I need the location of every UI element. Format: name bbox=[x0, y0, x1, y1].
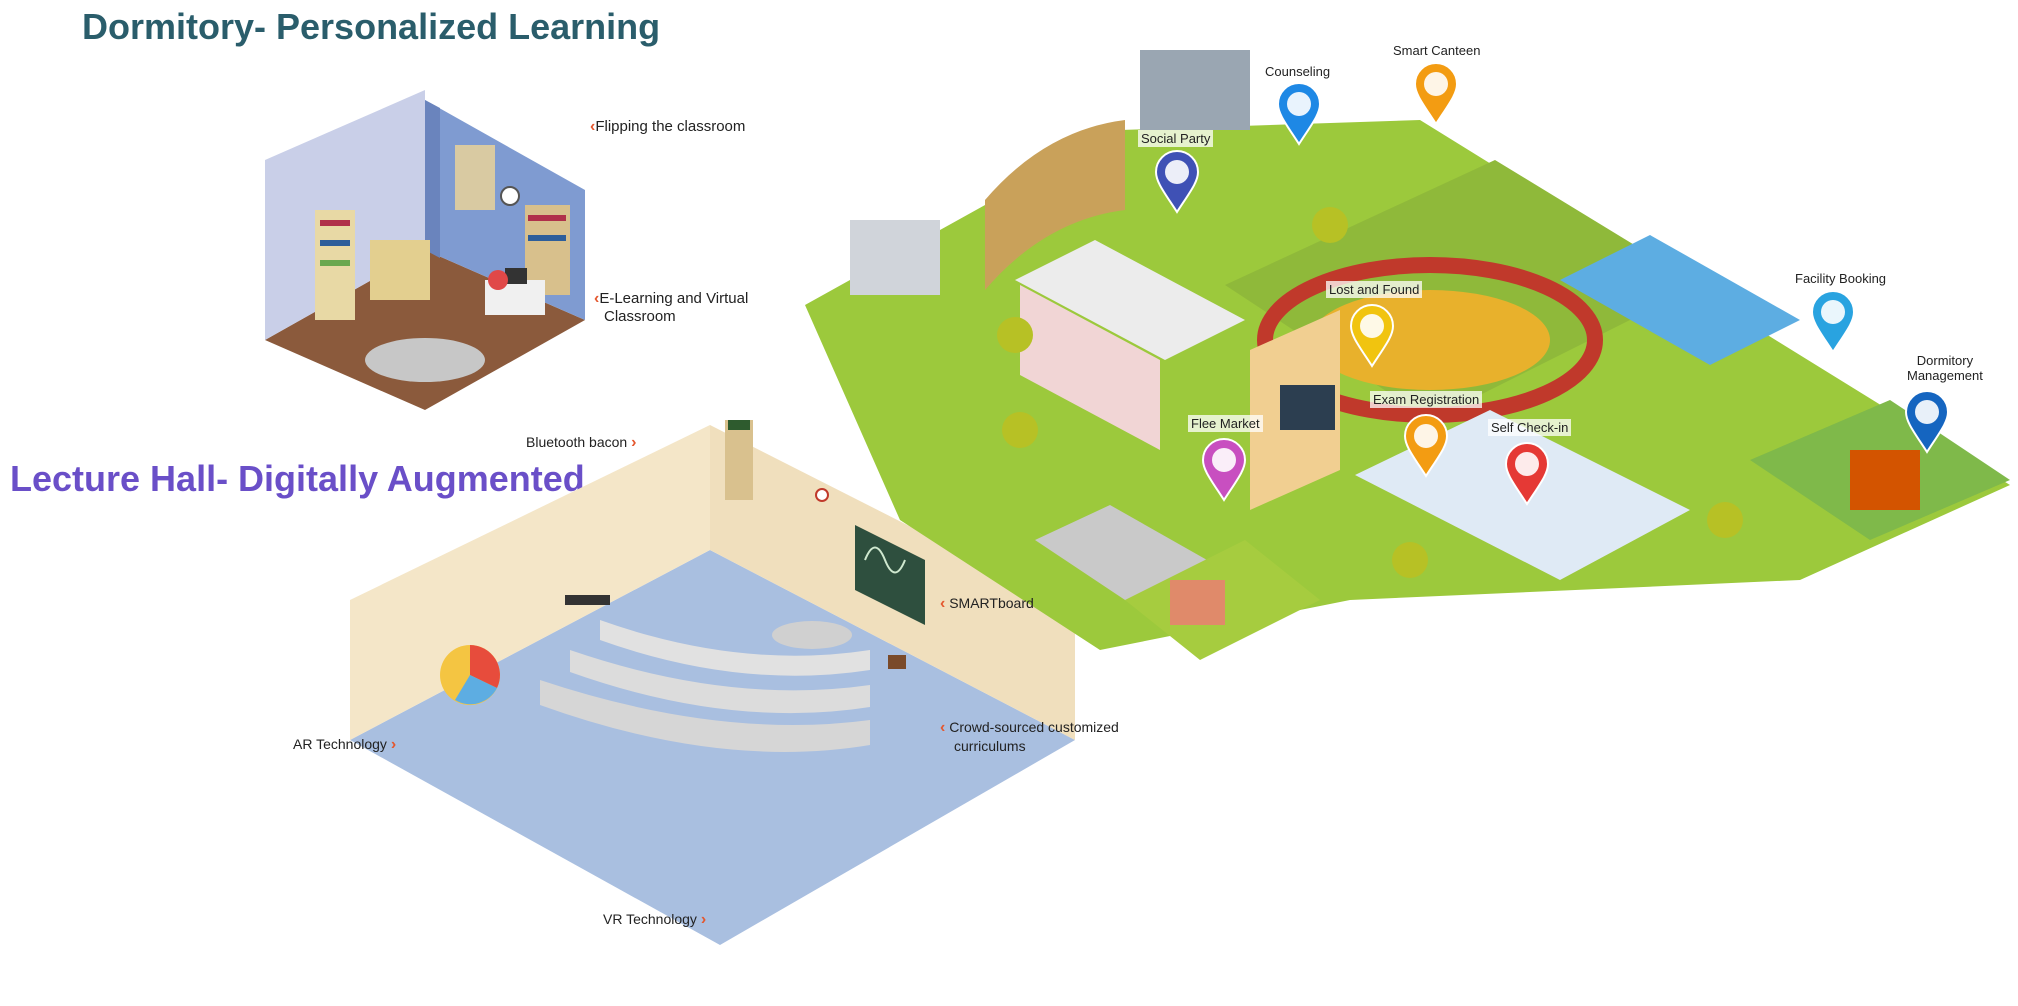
feature-label: SMARTboard bbox=[949, 595, 1034, 611]
chevron-left-icon: ‹ bbox=[590, 118, 596, 135]
feature-label: AR Technology bbox=[293, 736, 387, 752]
chevron-left-icon: ‹ bbox=[594, 290, 600, 307]
feature-elearning: ‹E-Learning and Virtual Classroom bbox=[594, 290, 748, 326]
feature-crowd-sourced: ‹ Crowd-sourced customized curriculums bbox=[940, 718, 1119, 755]
pin-label-line1: Dormitory bbox=[1916, 353, 1974, 368]
feature-ar-technology: AR Technology › bbox=[293, 735, 396, 754]
feature-bluetooth-bacon: Bluetooth bacon › bbox=[526, 433, 636, 452]
pin-label-lost-and-found: Lost and Found bbox=[1326, 281, 1423, 298]
box-pin-icon[interactable] bbox=[1349, 304, 1395, 368]
pin-label-flee-market: Flee Market bbox=[1188, 415, 1263, 432]
chevron-left-icon: ‹ bbox=[940, 595, 946, 612]
feature-label: Crowd-sourced customized bbox=[949, 719, 1119, 735]
lecture-hall-title: Lecture Hall- Digitally Augmented bbox=[10, 458, 585, 499]
feature-label-line2: curriculums bbox=[954, 738, 1026, 754]
pin-label-facility-booking: Facility Booking bbox=[1792, 270, 1890, 287]
tools-pin-icon[interactable] bbox=[1504, 442, 1550, 506]
building-pin-icon[interactable] bbox=[1904, 390, 1950, 454]
lecture-hall-illustration bbox=[350, 420, 1075, 945]
dormitory-room-illustration bbox=[265, 90, 585, 410]
pin-label-self-check-in: Self Check-in bbox=[1488, 419, 1572, 436]
feature-label: Flipping the classroom bbox=[595, 118, 746, 135]
pin-label-line2: Management bbox=[1907, 368, 1983, 383]
feature-vr-technology: VR Technology › bbox=[603, 910, 706, 929]
pin-label-social-party: Social Party bbox=[1138, 130, 1214, 147]
feature-smartboard: ‹ SMARTboard bbox=[940, 594, 1034, 613]
pin-label-dormitory-management: Dormitory Management bbox=[1904, 352, 1986, 384]
calendar-pin-icon[interactable] bbox=[1810, 290, 1856, 354]
chevron-right-icon: › bbox=[631, 434, 637, 451]
chevron-right-icon: › bbox=[390, 736, 397, 753]
feature-label-line2: Classroom bbox=[604, 308, 676, 325]
campus-map-illustration bbox=[805, 50, 2010, 660]
party-pin-icon[interactable] bbox=[1154, 150, 1200, 214]
store-pin-icon[interactable] bbox=[1201, 438, 1247, 502]
feature-label: E-Learning and Virtual bbox=[599, 290, 749, 307]
feature-flipping-classroom: ‹Flipping the classroom bbox=[590, 118, 745, 136]
pin-label-exam-registration: Exam Registration bbox=[1370, 391, 1483, 408]
counseling-pin-icon[interactable] bbox=[1276, 82, 1322, 146]
chevron-right-icon: › bbox=[700, 911, 707, 928]
chevron-left-icon: ‹ bbox=[940, 719, 946, 736]
feature-label: Bluetooth bacon bbox=[526, 434, 628, 450]
pin-label-counseling: Counseling bbox=[1262, 63, 1334, 80]
dormitory-title: Dormitory- Personalized Learning bbox=[82, 6, 661, 47]
utensils-pin-icon[interactable] bbox=[1413, 62, 1459, 126]
feature-label: VR Technology bbox=[603, 911, 697, 927]
pin-label-smart-canteen: Smart Canteen bbox=[1390, 42, 1484, 59]
pencil-pin-icon[interactable] bbox=[1403, 414, 1449, 478]
